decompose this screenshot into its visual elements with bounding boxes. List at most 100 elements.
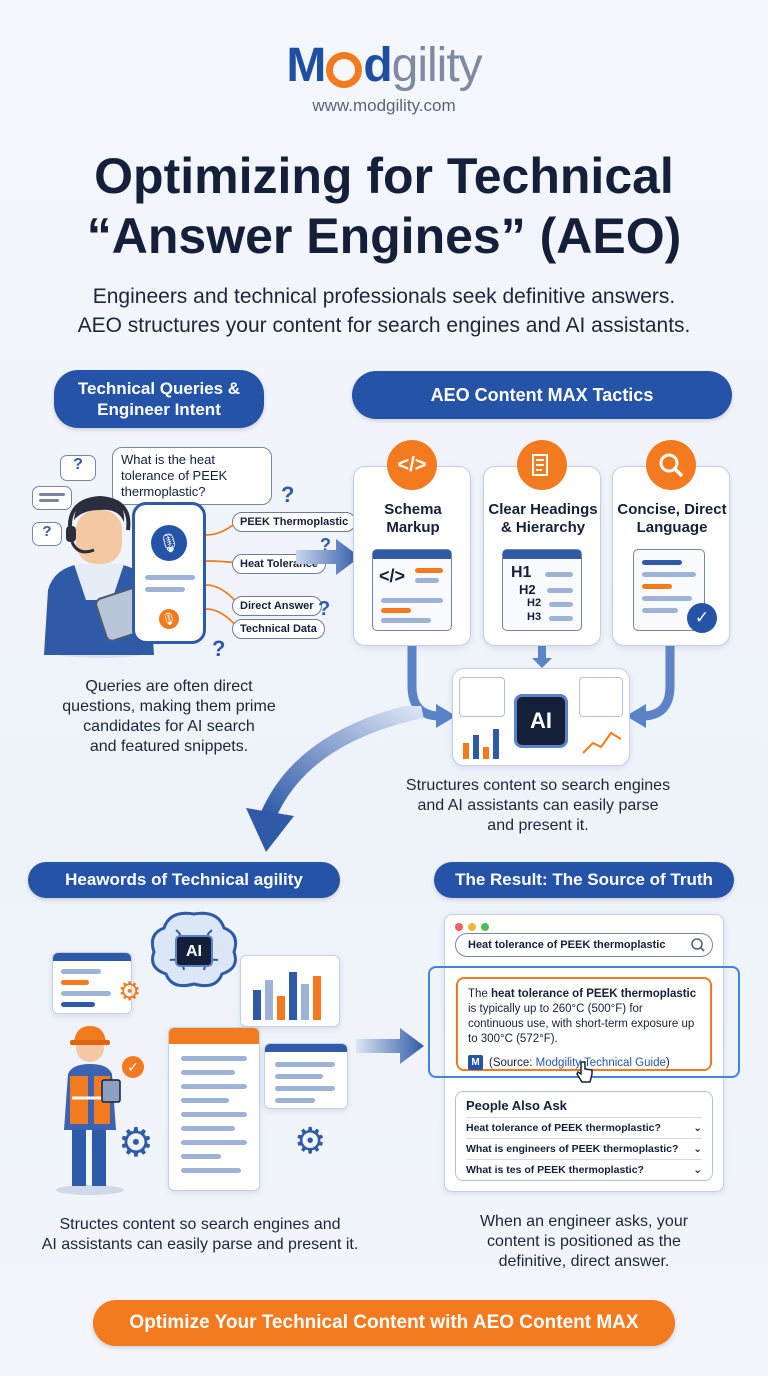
tactic-title-line2: Markup	[386, 519, 440, 536]
question-mark-icon: ?	[212, 636, 226, 661]
logo-wordmark-rest: gility	[391, 39, 483, 92]
paa-title: People Also Ask	[466, 1098, 567, 1113]
site-url[interactable]: www.modgility.com	[312, 96, 456, 115]
tactic-title-line1: Clear Headings	[488, 501, 598, 518]
search-icon	[646, 440, 696, 490]
question-bubble-icon: ?	[60, 455, 96, 481]
engineer-with-headset-illustration	[44, 495, 164, 658]
cta-button[interactable]: Optimize Your Technical Content with AEO…	[93, 1300, 675, 1346]
chevron-down-icon: ⌄	[693, 1143, 702, 1155]
featured-snippet-answer: The heat tolerance of PEEK thermoplastic…	[456, 977, 712, 1071]
question-mark-icon: ?	[281, 482, 295, 507]
code-icon: </>	[387, 440, 437, 490]
tactic-title: Schema Markup	[354, 501, 472, 537]
section-queries-pill: Technical Queries & Engineer Intent	[54, 370, 264, 428]
tactic-title-line2: Language	[636, 519, 708, 536]
ai-chip-icon: AI	[514, 694, 568, 748]
paa-question: Heat tolerance of PEEK thermoplastic?	[466, 1122, 661, 1134]
people-also-ask-box: People Also Ask Heat tolerance of PEEK t…	[455, 1091, 713, 1181]
source-prefix: (Source:	[489, 1056, 536, 1069]
caption-line: Structures content so search engines	[405, 777, 671, 794]
heading-h1: H1	[511, 564, 532, 581]
checkmark-icon: ✓	[122, 1056, 144, 1078]
keyword-tag: PEEK Thermoplastic	[232, 512, 357, 532]
section-queries-pill-line1: Technical Queries &	[77, 379, 241, 398]
microphone-icon: 🎙	[151, 525, 187, 561]
answer-bold: heat tolerance of PEEK thermoplastic	[491, 988, 697, 1000]
modgility-logo-icon: M	[468, 1055, 483, 1070]
caption-line: definitive, direct answer.	[498, 1253, 670, 1270]
tactic-title-line1: Schema	[384, 501, 442, 518]
paa-item[interactable]: Heat tolerance of PEEK thermoplastic? ⌄	[466, 1117, 702, 1138]
tactic-title-line1: Concise, Direct	[617, 501, 727, 518]
logo-letter-m: M	[286, 39, 326, 92]
heading-h2: H2	[519, 582, 536, 597]
chat-bubble-icon	[32, 486, 72, 510]
connector-lines	[205, 520, 239, 629]
paa-question: What is engineers of PEEK thermoplastic?	[466, 1143, 679, 1155]
minimize-dot-icon[interactable]	[468, 923, 476, 931]
keyword-tag: Technical Data	[232, 619, 325, 639]
page-title: Optimizing for Technical “Answer Engines…	[0, 146, 768, 266]
page-title-line2: “Answer Engines” (AEO)	[86, 208, 682, 264]
gear-icon: ⚙	[294, 1120, 327, 1161]
caption-line: and present it.	[487, 817, 589, 834]
question-bubble-icon: ?	[32, 522, 62, 546]
section-tactics-caption: Structures content so search engines and…	[388, 776, 688, 836]
arrow-right-icon	[356, 1028, 424, 1064]
paa-item[interactable]: What is tes of PEEK thermoplastic? ⌄	[466, 1159, 702, 1180]
phone-voice-search: 🎙 🎙	[132, 502, 206, 644]
code-glyph: </>	[379, 566, 406, 586]
source-suffix: )	[665, 1056, 670, 1069]
chevron-down-icon: ⌄	[693, 1164, 702, 1176]
logo-letter-d: d	[363, 39, 392, 92]
list-panel-illustration	[264, 1043, 348, 1109]
caption-line: When an engineer asks, your	[479, 1213, 689, 1230]
caption-line: and AI assistants can easily parse	[417, 797, 659, 814]
section-result-caption: When an engineer asks, your content is p…	[444, 1212, 724, 1272]
maximize-dot-icon[interactable]	[481, 923, 489, 931]
bar-chart-icon	[463, 729, 499, 759]
ai-chip-label: AI	[530, 708, 552, 733]
caption-line: content is positioned as the	[487, 1233, 681, 1250]
gear-icon: ⚙	[118, 1121, 154, 1165]
question-mark-icon: ?	[320, 535, 331, 555]
document-icon	[517, 440, 567, 490]
caption-line: candidates for AI search	[83, 718, 255, 735]
heading-h2: H2	[527, 597, 542, 609]
question-mark-icon: ?	[318, 598, 331, 620]
tactic-card-schema: Schema Markup </>	[353, 466, 471, 646]
heading-h3: H3	[527, 611, 542, 623]
caption-line: AI assistants can easily parse and prese…	[41, 1236, 359, 1253]
source-link[interactable]: Modgility Technical Guide	[535, 1056, 666, 1069]
subtitle-line2: AEO structures your content for search e…	[77, 314, 691, 337]
brain-ai-icon	[150, 911, 238, 988]
page-title-line1: Optimizing for Technical	[94, 148, 674, 204]
microphone-icon: 🎙	[159, 609, 179, 629]
line-chart-icon	[582, 731, 622, 754]
chevron-down-icon: ⌄	[693, 1122, 702, 1134]
search-input[interactable]: Heat tolerance of PEEK thermoplastic	[455, 933, 713, 957]
arrow-right-icon	[296, 539, 360, 575]
caption-line: Queries are often direct	[85, 678, 253, 695]
tactic-card-headings: Clear Headings & Hierarchy H1 H2 H2 H3	[483, 466, 601, 646]
search-icon[interactable]	[690, 937, 706, 953]
code-window-illustration	[52, 952, 132, 1014]
close-dot-icon[interactable]	[455, 923, 463, 931]
construction-engineer-illustration	[56, 1026, 124, 1195]
section-result-pill: The Result: The Source of Truth	[434, 862, 734, 898]
brain-ai-label: AI	[186, 943, 202, 960]
section-tactics-pill: AEO Content MAX Tactics	[352, 371, 732, 419]
search-query: Heat tolerance of PEEK thermoplastic	[468, 939, 666, 951]
answer-prefix: The	[468, 988, 492, 1000]
paa-question: What is tes of PEEK thermoplastic?	[466, 1164, 644, 1176]
window-controls	[455, 923, 489, 931]
structured-document-illustration	[168, 1027, 260, 1191]
paa-item[interactable]: What is engineers of PEEK thermoplastic?…	[466, 1138, 702, 1159]
answer-text: The heat tolerance of PEEK thermoplastic…	[468, 987, 700, 1047]
gear-icon: ⚙	[118, 976, 142, 1006]
pointer-cursor-icon	[576, 1061, 593, 1083]
page-subtitle: Engineers and technical professionals se…	[0, 282, 768, 340]
code-document-illustration: </>	[372, 549, 452, 631]
keyword-tag: Direct Answer	[232, 596, 322, 616]
